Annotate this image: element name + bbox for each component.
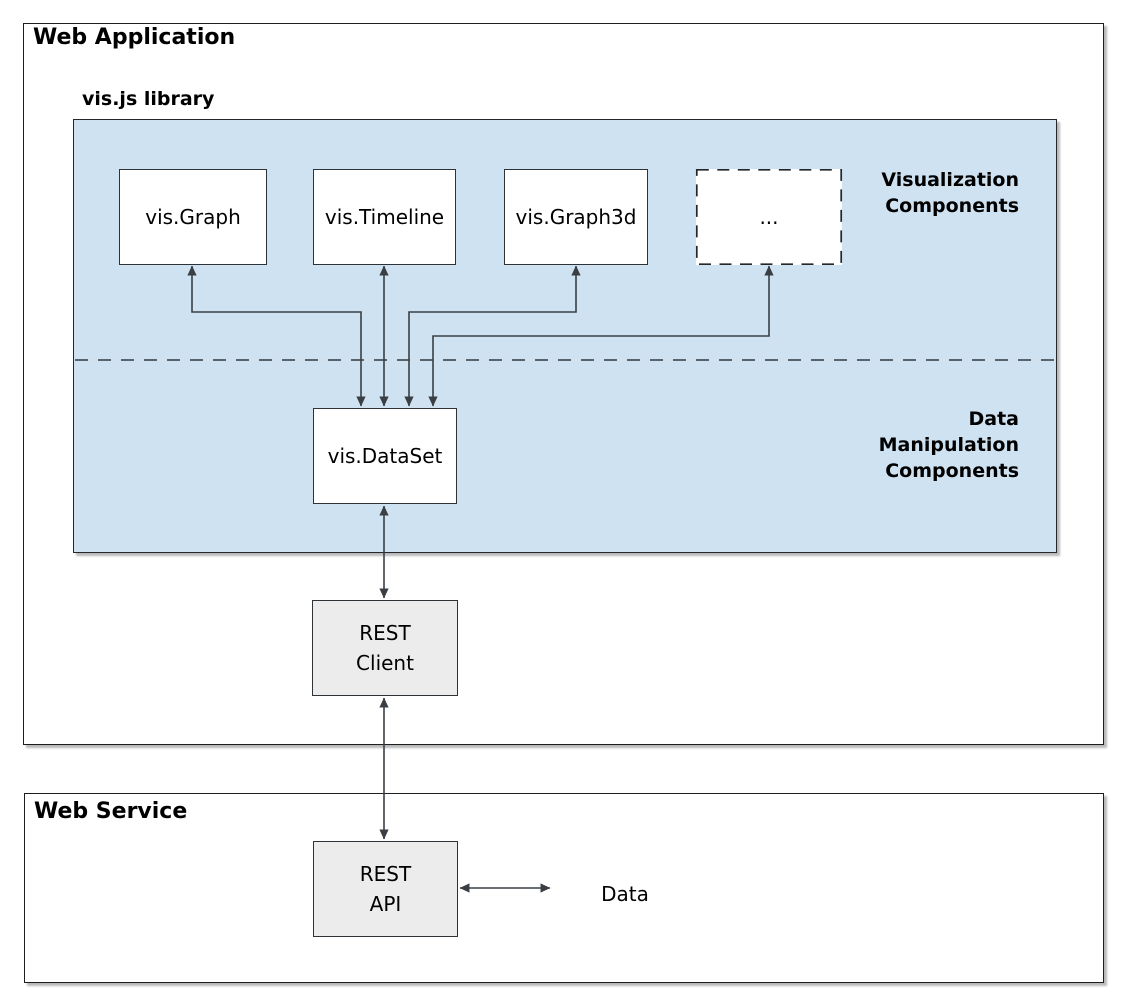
data-manipulation-components-label: Data Manipulation Components <box>759 406 1019 484</box>
visualization-components-label-line2: Components <box>885 195 1019 217</box>
node-vis-dataset-label: vis.DataSet <box>327 443 443 468</box>
data-manipulation-label-line2: Manipulation <box>878 434 1019 456</box>
node-rest-api-label-line2: API <box>369 892 402 916</box>
node-rest-api-label-line1: REST <box>359 862 412 886</box>
visualization-components-label-line1: Visualization <box>881 169 1019 191</box>
visualization-components-label: Visualization Components <box>759 167 1019 219</box>
node-vis-graph-label: vis.Graph <box>145 204 241 229</box>
node-rest-client-label-line2: Client <box>356 651 414 675</box>
node-vis-timeline: vis.Timeline <box>313 169 456 265</box>
node-data-store-label: Data <box>601 881 649 906</box>
node-vis-graph: vis.Graph <box>119 169 267 265</box>
node-vis-timeline-label: vis.Timeline <box>324 204 445 229</box>
node-vis-graph3d-label: vis.Graph3d <box>515 204 637 229</box>
node-rest-client: REST Client <box>312 600 458 696</box>
node-vis-dataset: vis.DataSet <box>313 408 457 504</box>
data-manipulation-label-line1: Data <box>968 408 1020 430</box>
web-service-title: Web Service <box>34 799 188 824</box>
node-vis-graph3d: vis.Graph3d <box>504 169 648 265</box>
node-rest-api: REST API <box>313 841 458 937</box>
data-manipulation-label-line3: Components <box>885 460 1019 482</box>
web-application-title: Web Application <box>33 25 236 50</box>
visjs-library-label: vis.js library <box>82 88 215 110</box>
node-rest-client-label-line1: REST <box>359 621 411 645</box>
